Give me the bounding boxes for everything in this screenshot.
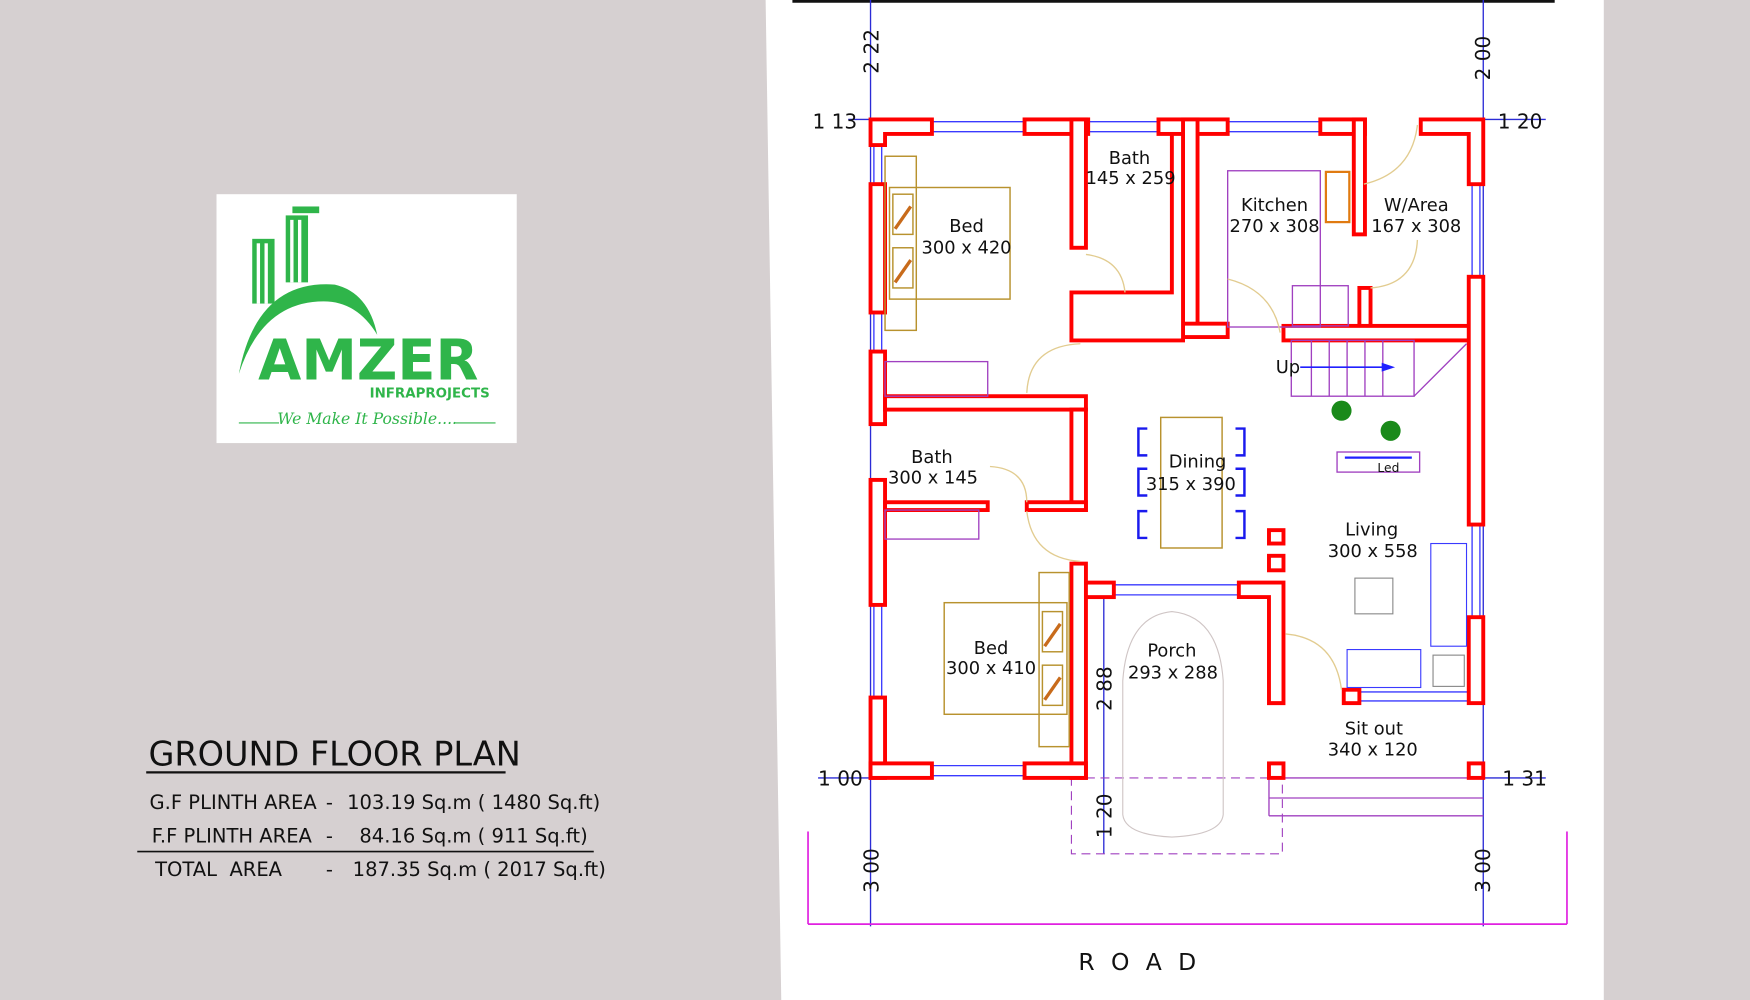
total-area-label: TOTAL AREA bbox=[154, 858, 283, 881]
dim-top-left: 2 22 bbox=[859, 29, 883, 74]
room-dining-size: 315 x 390 bbox=[1146, 474, 1236, 495]
room-sitout-name: Sit out bbox=[1345, 718, 1403, 739]
room-labels: Bed 300 x 420 Bath 145 x 259 Kitchen 270… bbox=[888, 148, 1461, 761]
logo-sub: INFRAPROJECTS bbox=[370, 386, 490, 401]
room-bed2-name: Bed bbox=[974, 638, 1009, 659]
furniture bbox=[884, 124, 1468, 838]
walls bbox=[868, 117, 1486, 780]
room-living-name: Living bbox=[1345, 520, 1398, 541]
room-kitchen-name: Kitchen bbox=[1241, 195, 1308, 216]
room-dining-name: Dining bbox=[1169, 452, 1227, 473]
gf-area-sep: - bbox=[326, 791, 333, 814]
stair-up-label: Up bbox=[1276, 357, 1300, 378]
road-label: R O A D bbox=[1078, 948, 1200, 976]
dimension-labels: 2 22 2 00 1 13 1 20 1 00 1 31 2 88 1 20 … bbox=[812, 29, 1546, 976]
room-warea-size: 167 x 308 bbox=[1371, 216, 1461, 237]
total-area-sep: - bbox=[326, 858, 333, 881]
led-label: Led bbox=[1377, 461, 1399, 475]
room-living-size: 300 x 558 bbox=[1328, 541, 1418, 562]
paper-sheet bbox=[765, 0, 1604, 1000]
ff-area-sep: - bbox=[326, 825, 333, 848]
car-outline bbox=[1122, 611, 1224, 838]
logo-tagline: We Make It Possible.... bbox=[277, 410, 457, 428]
room-kitchen-size: 270 x 308 bbox=[1230, 216, 1320, 237]
plan-title: GROUND FLOOR PLAN bbox=[148, 735, 520, 774]
room-bath1-size: 145 x 259 bbox=[1086, 168, 1176, 189]
ff-area-value: 84.16 Sq.m ( 911 Sq.ft) bbox=[359, 825, 587, 848]
dim-top-right: 2 00 bbox=[1471, 36, 1495, 81]
room-sitout-size: 340 x 120 bbox=[1328, 740, 1418, 761]
dim-porch-front: 1 20 bbox=[1093, 793, 1117, 838]
room-bath2-name: Bath bbox=[911, 447, 952, 468]
room-bath1-name: Bath bbox=[1109, 148, 1150, 169]
dim-right-bottom: 1 31 bbox=[1502, 767, 1547, 791]
area-summary: GROUND FLOOR PLAN G.F PLINTH AREA - 103.… bbox=[137, 735, 606, 881]
ff-area-label: F.F PLINTH AREA bbox=[152, 825, 313, 848]
total-area-value: 187.35 Sq.m ( 2017 Sq.ft) bbox=[353, 858, 606, 881]
room-warea-name: W/Area bbox=[1384, 195, 1449, 216]
room-bed1-name: Bed bbox=[949, 216, 984, 237]
dim-right-top: 1 20 bbox=[1498, 109, 1543, 133]
logo-brand: AMZER bbox=[258, 328, 478, 393]
room-bed2-size: 300 x 410 bbox=[946, 658, 1036, 679]
room-porch-name: Porch bbox=[1147, 640, 1196, 661]
dim-porch-depth: 2 88 bbox=[1093, 666, 1117, 711]
gf-area-label: G.F PLINTH AREA bbox=[150, 791, 318, 814]
dim-front-right: 3 00 bbox=[1471, 848, 1495, 893]
dim-left-bottom: 1 00 bbox=[818, 767, 863, 791]
room-bed1-size: 300 x 420 bbox=[922, 237, 1012, 258]
company-logo: AMZER INFRAPROJECTS We Make It Possible.… bbox=[216, 194, 517, 444]
room-bath2-size: 300 x 145 bbox=[888, 467, 978, 488]
room-porch-size: 293 x 288 bbox=[1128, 663, 1218, 684]
windows bbox=[873, 120, 1481, 777]
dim-left-top: 1 13 bbox=[812, 109, 857, 133]
dim-front-left: 3 00 bbox=[859, 848, 883, 893]
gf-area-value: 103.19 Sq.m ( 1480 Sq.ft) bbox=[347, 791, 600, 814]
